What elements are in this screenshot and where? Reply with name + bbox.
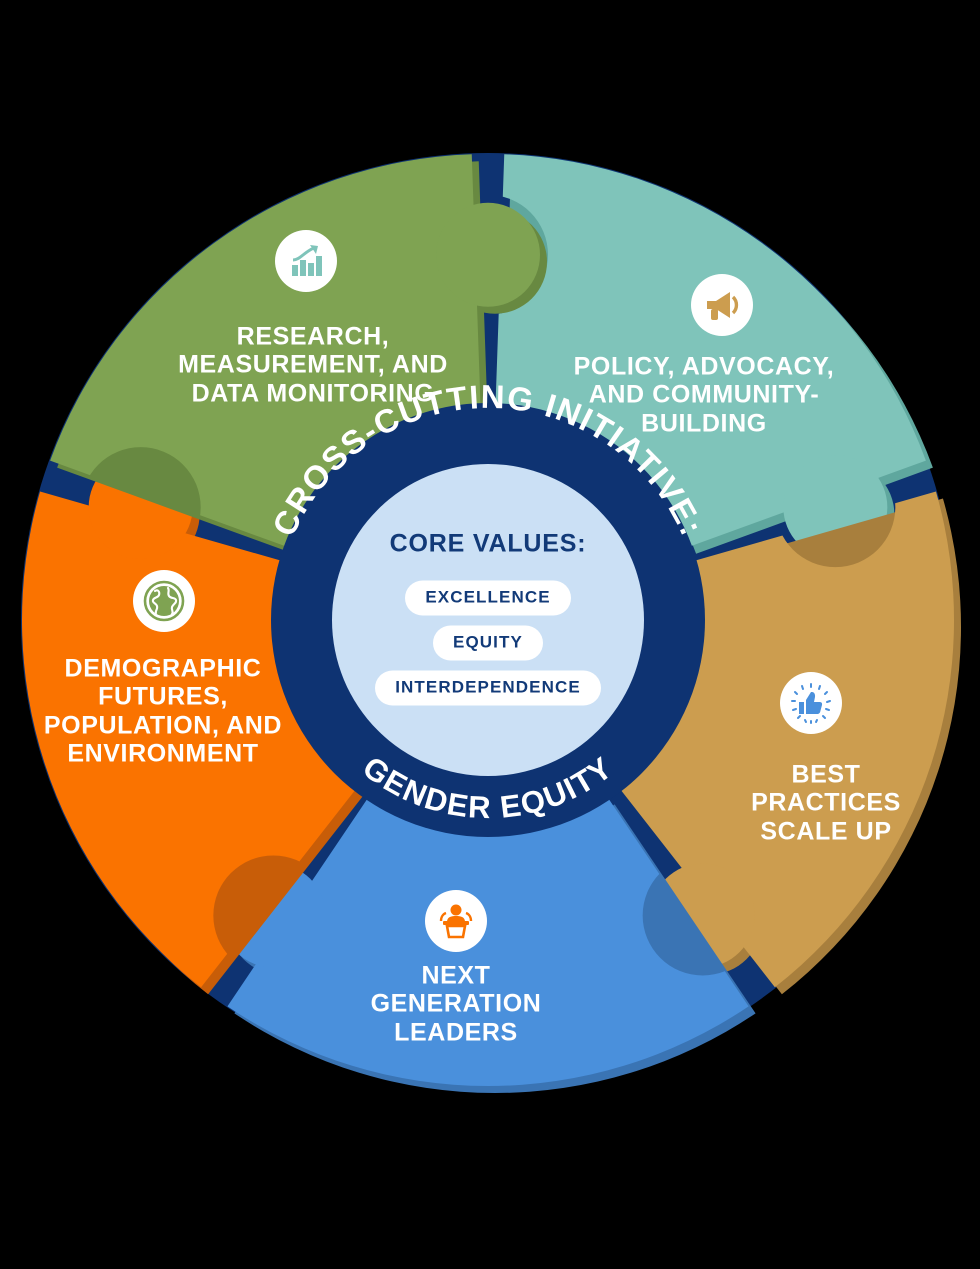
core-values-heading: CORE VALUES: <box>389 529 587 558</box>
segment-body-research[interactable] <box>495 154 926 547</box>
segment-demographic[interactable] <box>50 154 540 547</box>
core-value-row-0: EXCELLENCE <box>338 576 638 621</box>
segment-body-demographic[interactable] <box>50 154 481 547</box>
globe-icon <box>133 570 195 632</box>
core-value-pill-interdependence: INTERDEPENDENCE <box>375 670 601 706</box>
core-value-pill-excellence: EXCELLENCE <box>405 580 571 616</box>
core-value-row-1: EQUITY <box>338 621 638 666</box>
core-value-row-2: INTERDEPENDENCE <box>338 666 638 711</box>
bar-chart-growth-icon <box>275 230 337 292</box>
segment-knob-demographic[interactable] <box>436 202 540 307</box>
core-values-panel: CORE VALUES: EXCELLENCE EQUITY INTERDEPE… <box>338 530 638 711</box>
core-value-pill-equity: EQUITY <box>433 625 543 661</box>
speaker-podium-icon <box>425 890 487 952</box>
segment-body-best-practices[interactable] <box>227 797 749 1086</box>
megaphone-icon <box>691 274 753 336</box>
thumbs-up-icon <box>780 672 842 734</box>
